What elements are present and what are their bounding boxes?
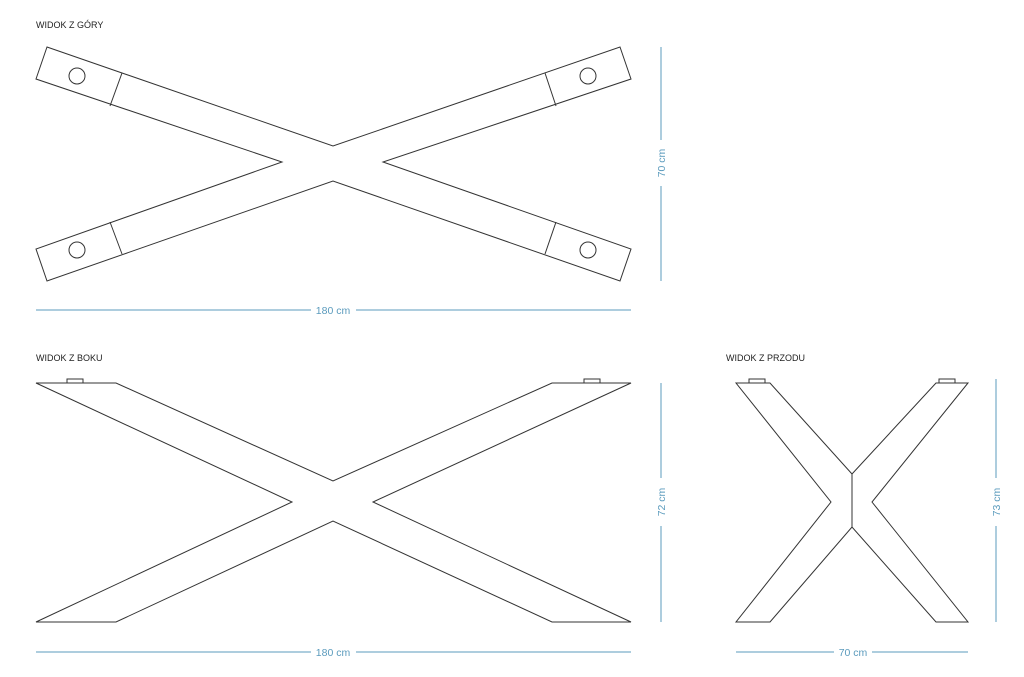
side-view-title: WIDOK Z BOKU (36, 353, 103, 363)
front-view: WIDOK Z PRZODU 70 cm 73 cm (726, 353, 1003, 659)
top-view-width-label: 180 cm (316, 305, 351, 317)
top-view-x-frame (35, 46, 632, 282)
side-view-width-label: 180 cm (316, 647, 351, 659)
top-view-plate-divider-tl (109, 72, 123, 107)
top-view-width-dimension: 180 cm (36, 305, 631, 317)
side-view: WIDOK Z BOKU 180 cm 72 cm (35, 353, 668, 659)
side-view-height-dimension: 72 cm (656, 383, 668, 622)
screw-hole-bottom-left (68, 241, 86, 259)
top-view-height-dimension: 70 cm (656, 47, 668, 281)
screw-hole-bottom-right (579, 241, 597, 259)
side-view-width-dimension: 180 cm (36, 647, 631, 659)
front-view-height-dimension: 73 cm (991, 379, 1003, 622)
screw-hole-top-right (579, 67, 597, 85)
screw-hole-top-left (68, 67, 86, 85)
side-view-x-frame (35, 382, 632, 623)
side-view-mount-tab-right (583, 378, 601, 384)
front-view-width-dimension: 70 cm (736, 647, 968, 659)
top-view-plate-divider-br (544, 221, 557, 255)
top-view-plate-divider-tr (544, 72, 557, 107)
top-view-plate-divider-bl (109, 221, 123, 255)
top-view-height-label: 70 cm (656, 148, 668, 177)
front-view-width-label: 70 cm (839, 647, 868, 659)
top-view: WIDOK Z GÓRY 180 cm 70 cm (35, 20, 668, 317)
front-view-mount-tab-left (748, 378, 766, 384)
side-view-height-label: 72 cm (656, 487, 668, 516)
side-view-mount-tab-left (66, 378, 84, 384)
top-view-title: WIDOK Z GÓRY (36, 20, 103, 30)
front-view-title: WIDOK Z PRZODU (726, 353, 805, 363)
front-view-height-label: 73 cm (991, 487, 1003, 516)
front-view-mount-tab-right (938, 378, 956, 384)
